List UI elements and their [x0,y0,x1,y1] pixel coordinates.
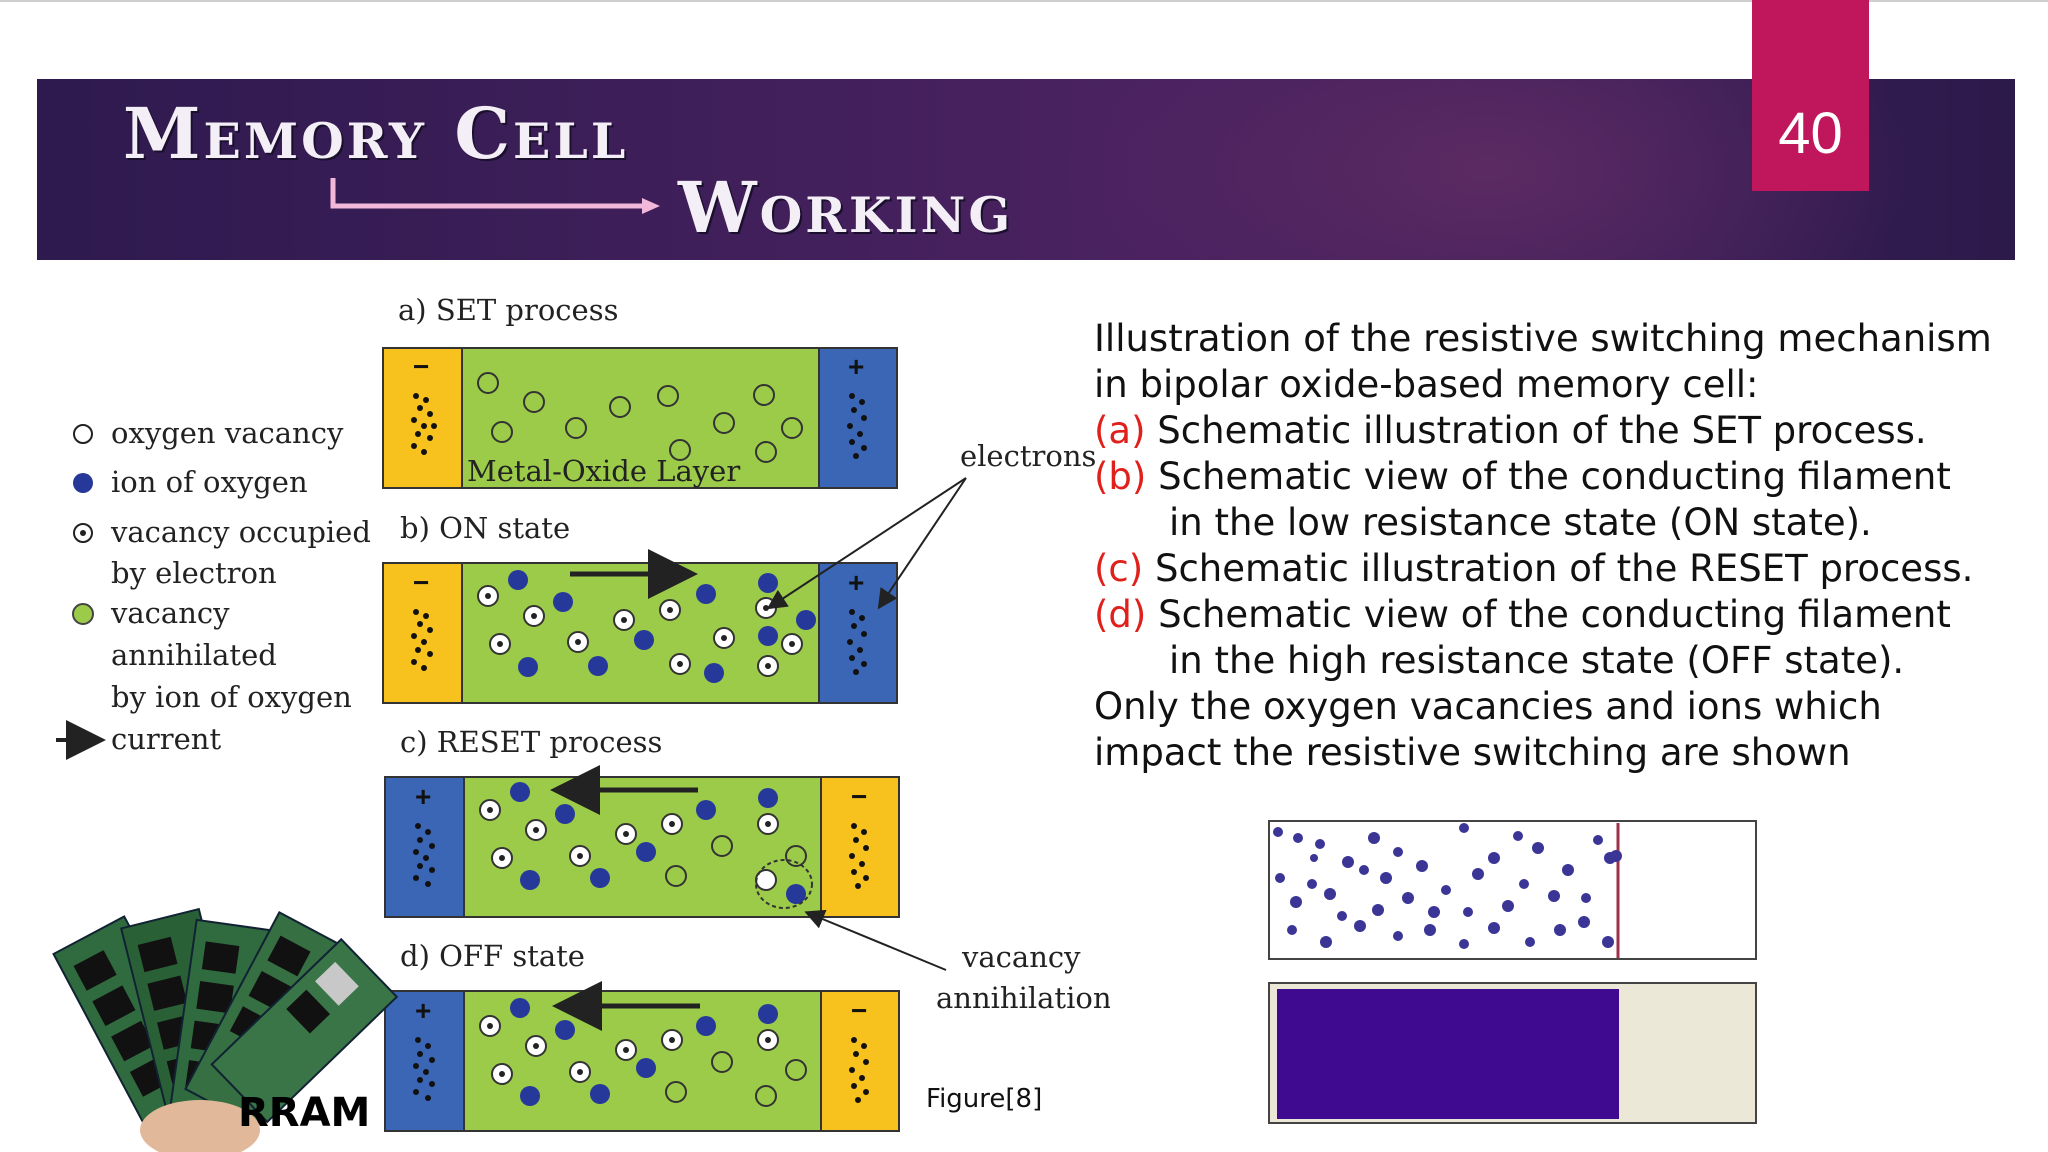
page-number: 40 [1778,101,1843,166]
rram-mechanism-figure: oxygen vacancy ion of oxygen vacancy occ… [52,293,1110,1152]
title-banner [37,79,2015,260]
top-border-line [0,0,2048,2]
filament-simulation-images [1268,820,1757,1124]
metal-oxide-layer-label: Metal-Oxide Layer [467,454,740,488]
legend-oxygen-vacancy: oxygen vacancy [111,416,344,450]
intro-line-1: Illustration of the resistive switching … [1094,317,1992,360]
outro-line-1: Only the oxygen vacancies and ions which [1094,685,1882,728]
page-number-tab [1752,0,1869,191]
panel-c-label: c) RESET process [400,725,662,759]
title-arrow-icon [330,178,660,214]
item-b: (b) Schematic view of the conducting fil… [1094,454,2024,500]
svg-text:+: + [415,781,431,812]
svg-text:−: − [413,351,429,382]
filament-particle-simulation [1268,820,1757,960]
svg-text:−: − [851,995,867,1026]
item-a: (a) Schematic illustration of the SET pr… [1094,408,2024,454]
item-a-text: Schematic illustration of the SET proces… [1145,409,1927,452]
oxygen-vacancy-icon [73,424,93,444]
item-d: (d) Schematic view of the conducting fil… [1094,592,2024,638]
panel-c-reset-process: + − [384,765,900,918]
legend-vacancy-annihilated-1: vacancy [110,596,230,630]
svg-text:−: − [851,781,867,812]
rram-memory-sticks-image [52,907,399,1152]
rram-label: RRAM [238,1090,371,1136]
vacancy-annihilation-annotation-2: annihilation [936,981,1110,1015]
item-d-text-2: in the high resistance state (OFF state)… [1169,639,1905,682]
item-a-tag: (a) [1094,409,1146,452]
legend-vacancy-annihilated-2: annihilated [111,638,277,672]
slide-title-line2: Working [678,166,1014,249]
svg-text:+: + [848,567,864,598]
intro-line-2: in bipolar oxide-based memory cell: [1094,363,1759,406]
legend-ion-of-oxygen: ion of oxygen [111,465,308,499]
panel-a-set-process: − + Metal-Oxide Layer [382,347,898,489]
item-b-text: Schematic view of the conducting filamen… [1146,455,1951,498]
description-text: Illustration of the resistive switching … [1094,316,2024,776]
item-c: (c) Schematic illustration of the RESET … [1094,546,2024,592]
figure-legend: oxygen vacancy ion of oxygen vacancy occ… [56,416,371,760]
item-c-text: Schematic illustration of the RESET proc… [1143,547,1974,590]
outro-line-2: impact the resistive switching are shown [1094,731,1851,774]
figure-reference: Figure[8] [926,1084,1043,1114]
svg-text:+: + [848,351,864,382]
electrons-annotation: electrons [960,439,1096,473]
vacancy-annihilated-icon [72,603,94,625]
item-d-tag: (d) [1094,593,1147,636]
svg-text:+: + [415,995,431,1026]
panel-b-on-state: − + [382,549,898,704]
vacancy-annihilation-annotation-1: vacancy [961,940,1081,974]
item-b-text-2: in the low resistance state (ON state). [1169,501,1872,544]
legend-vacancy-occupied-2: by electron [111,556,277,590]
slide-title-line1: Memory Cell [123,92,629,175]
item-d-text: Schematic view of the conducting filamen… [1146,593,1951,636]
svg-text:−: − [413,567,429,598]
item-c-tag: (c) [1094,547,1144,590]
filament-formed-simulation [1268,982,1757,1124]
panel-d-label: d) OFF state [400,939,585,973]
legend-current: current [111,722,221,756]
ion-of-oxygen-icon [73,473,93,493]
panel-a-label: a) SET process [398,293,618,327]
item-b-tag: (b) [1094,455,1147,498]
panel-b-label: b) ON state [400,511,570,545]
legend-vacancy-occupied-1: vacancy occupied [110,515,371,549]
legend-vacancy-annihilated-3: by ion of oxygen [111,680,352,714]
panel-d-off-state: + − [384,981,900,1132]
